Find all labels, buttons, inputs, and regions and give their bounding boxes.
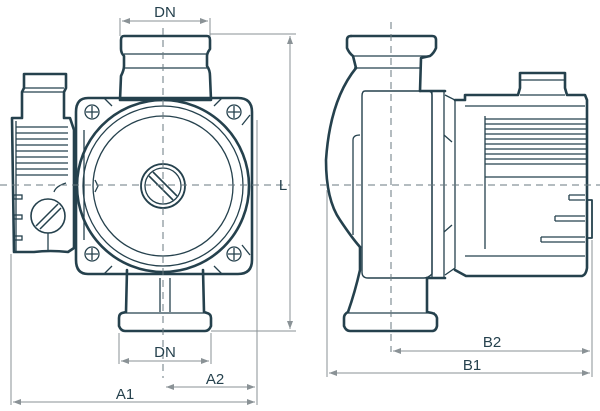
side-view [320, 22, 600, 352]
side-dimensions: B2 B1 [326, 190, 593, 377]
length-label: L [279, 177, 287, 194]
bottom-outlet-port [117, 268, 213, 333]
top-inlet-port [118, 34, 213, 102]
front-dimensions: DN L DN A2 A1 [10, 4, 296, 405]
a2-label: A2 [206, 371, 224, 388]
motor-cover [453, 71, 593, 278]
dn-top-label: DN [154, 4, 176, 21]
pump-housing [74, 96, 254, 276]
front-view [0, 28, 290, 378]
terminal-box [10, 72, 76, 254]
b1-label: B1 [463, 357, 481, 374]
a1-label: A1 [116, 386, 134, 403]
dn-bottom-label: DN [154, 344, 176, 361]
b2-label: B2 [483, 334, 501, 351]
